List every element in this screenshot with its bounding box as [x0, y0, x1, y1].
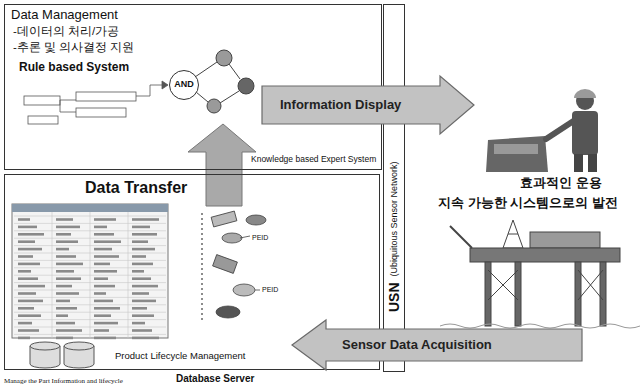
- node-text: -추론 및 의사결정 지원: [13, 41, 134, 54]
- text-label: Manage the Part Information and lifecycl…: [4, 377, 123, 385]
- transfer-up-arrow: [188, 124, 256, 206]
- rfid-tags: [211, 211, 266, 318]
- text-label: PEID: [252, 234, 268, 242]
- node-heading: USN: [386, 282, 402, 312]
- tag-dots: [201, 213, 203, 320]
- network-band: USN (Ubiquitous Sensor Network): [383, 4, 405, 372]
- node-heading: Data Transfer: [85, 179, 187, 197]
- node-text: (Ubiquitous Sensor Network): [389, 161, 399, 276]
- offshore-platform: [440, 220, 640, 328]
- worker-figure: [486, 89, 598, 172]
- node-text: Knowledge based Expert System: [251, 155, 376, 165]
- node-text: -데이터의 처리/가공: [13, 25, 119, 38]
- text-label: 효과적인 운용: [520, 176, 602, 191]
- node-text: Product Lifecycle Management: [115, 351, 245, 362]
- block-arrow: Information Display: [262, 76, 474, 134]
- table-screenshot: [12, 204, 168, 339]
- text-label: 지속 가능한 시스템으로의 발전: [438, 196, 618, 211]
- node-heading: Information Display: [280, 98, 401, 113]
- node-text: Rule based System: [19, 61, 129, 75]
- block-arrow: Sensor Data Acquisition: [292, 320, 582, 370]
- text-label: PEID: [262, 286, 278, 294]
- rotated-label-row: USN (Ubiquitous Sensor Network): [383, 4, 405, 372]
- rule-flowchart: [24, 81, 168, 124]
- node-heading: Sensor Data Acquisition: [342, 338, 492, 353]
- logic-node: AND: [169, 70, 199, 100]
- node-heading: Data Management: [11, 8, 118, 23]
- database-icon: [30, 342, 94, 368]
- rule-network: [195, 50, 254, 113]
- node-heading: AND: [174, 79, 194, 89]
- text-label: Database Server: [176, 373, 254, 385]
